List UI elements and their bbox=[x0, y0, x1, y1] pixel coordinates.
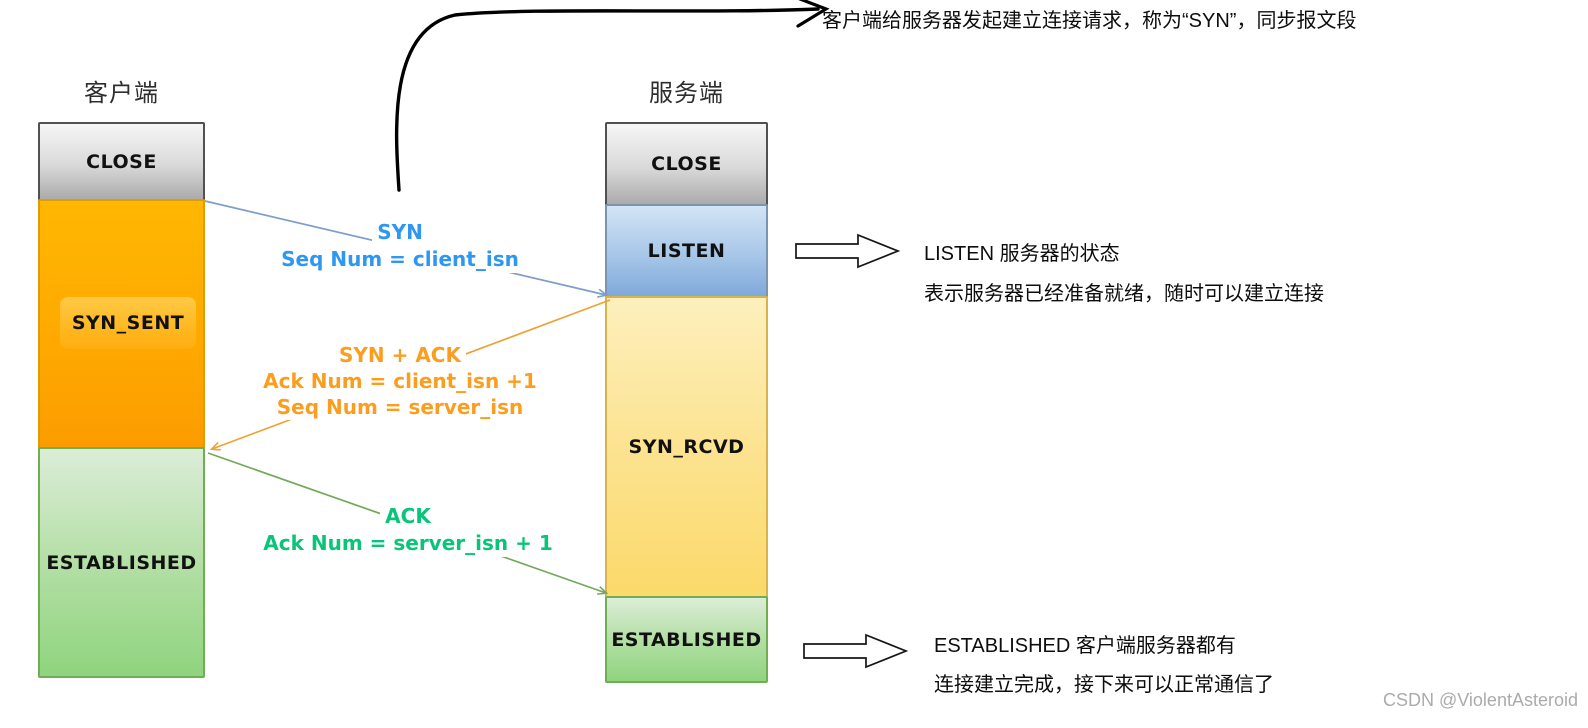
server-close-label: CLOSE bbox=[651, 153, 722, 175]
server-listen-label: LISTEN bbox=[647, 240, 726, 262]
syn-ack-line-3: Seq Num = server_isn bbox=[271, 394, 529, 420]
established-annotation-line-1: ESTABLISHED 客户端服务器都有 bbox=[934, 635, 1236, 657]
client-established-label: ESTABLISHED bbox=[46, 551, 197, 574]
client-state-established: ESTABLISHED bbox=[38, 447, 205, 678]
server-state-syn-rcvd: SYN_RCVD bbox=[605, 296, 768, 598]
listen-annotation-block-arrow-icon bbox=[795, 233, 901, 269]
established-annotation-line-2: 连接建立完成，接下来可以正常通信了 bbox=[934, 674, 1274, 696]
ack-line-1: ACK bbox=[380, 503, 436, 530]
server-state-close: CLOSE bbox=[605, 122, 768, 206]
client-syn-sent-label: SYN_SENT bbox=[71, 312, 185, 334]
server-column-title: 服务端 bbox=[649, 79, 724, 107]
server-state-listen: LISTEN bbox=[605, 204, 768, 298]
syn-ack-line-1: SYN + ACK bbox=[334, 342, 466, 368]
syn-ack-line-2: Ack Num = client_isn +1 bbox=[258, 368, 542, 394]
syn-line-2: Seq Num = client_isn bbox=[276, 246, 524, 273]
syn-message-label: SYN Seq Num = client_isn bbox=[250, 219, 550, 273]
server-state-established: ESTABLISHED bbox=[605, 596, 768, 683]
established-annotation-block-arrow-icon bbox=[803, 633, 909, 669]
syn-ack-message-label: SYN + ACK Ack Num = client_isn +1 Seq Nu… bbox=[250, 342, 550, 420]
client-state-syn-sent: SYN_SENT bbox=[38, 199, 205, 449]
ack-line-2: Ack Num = server_isn + 1 bbox=[258, 530, 558, 557]
client-state-close: CLOSE bbox=[38, 122, 205, 201]
server-established-label: ESTABLISHED bbox=[611, 628, 762, 651]
listen-annotation-line-1: LISTEN 服务器的状态 bbox=[924, 243, 1120, 265]
client-column-title: 客户端 bbox=[84, 79, 159, 107]
ack-message-label: ACK Ack Num = server_isn + 1 bbox=[258, 503, 558, 557]
server-syn-rcvd-label: SYN_RCVD bbox=[628, 436, 745, 458]
client-close-label: CLOSE bbox=[86, 150, 157, 173]
top-note-text: 客户端给服务器发起建立连接请求，称为“SYN”，同步报文段 bbox=[822, 10, 1357, 32]
syn-line-1: SYN bbox=[372, 219, 428, 246]
syn-sent-inner-strip: SYN_SENT bbox=[60, 297, 196, 349]
watermark-text: CSDN @ViolentAsteroid bbox=[1382, 690, 1578, 710]
listen-annotation-line-2: 表示服务器已经准备就绪，随时可以建立连接 bbox=[924, 283, 1324, 305]
